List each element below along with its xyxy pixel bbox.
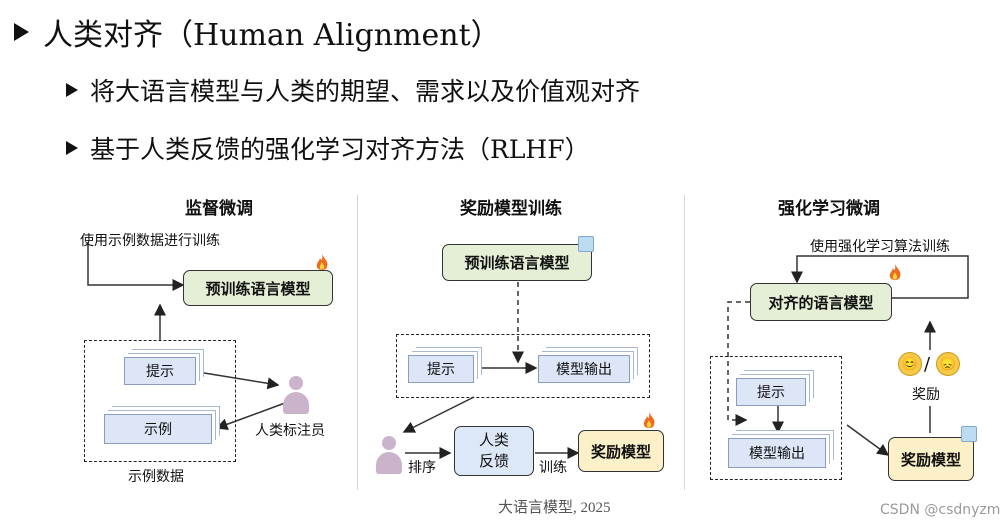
rm-prompt-doc: 提示 <box>408 355 474 383</box>
sft-annotator-to-example-arrow <box>215 402 286 431</box>
smile-face-icon: 😊 <box>898 352 922 376</box>
rl-prompt-doc: 提示 <box>736 378 806 406</box>
sft-train-label: 使用示例数据进行训练 <box>80 233 220 249</box>
rl-reward-label: 奖励 <box>912 387 940 403</box>
rm-title: 奖励模型训练 <box>460 199 562 219</box>
sft-annotator-label: 人类标注员 <box>255 423 325 439</box>
main-heading: 人类对齐（Human Alignment） <box>14 10 501 54</box>
fire-icon <box>643 412 655 428</box>
rm-feedback-line2: 反馈 <box>478 452 509 470</box>
rm-feedback-line1: 人类 <box>478 431 509 449</box>
rl-train-loop-arrow <box>791 255 969 299</box>
rm-io-box <box>396 334 650 398</box>
sft-example-data-box <box>84 340 236 462</box>
sft-data-label: 示例数据 <box>128 469 184 485</box>
footer-citation: 大语言模型, 2025 <box>498 500 611 516</box>
bullet-2: 基于人类反馈的强化学习对齐方法（RLHF） <box>66 130 590 166</box>
rl-reward-model: 奖励模型 <box>888 437 974 481</box>
rl-train-label: 使用强化学习算法训练 <box>810 239 950 255</box>
person-icon <box>283 376 309 416</box>
rm-pretrained-model: 预训练语言模型 <box>442 244 592 281</box>
triangle-bullet-icon <box>66 83 78 97</box>
sft-prompt-to-annotator-arrow <box>197 371 280 390</box>
triangle-bullet-icon <box>66 141 78 155</box>
rm-human-feedback-box: 人类 反馈 <box>454 426 534 476</box>
rm-output-doc: 模型输出 <box>538 355 630 383</box>
rm-outputs-to-annotator-arrow <box>402 396 475 433</box>
sft-title: 监督微调 <box>185 199 253 219</box>
rl-aligned-model: 对齐的语言模型 <box>750 283 892 321</box>
triangle-bullet-icon <box>14 23 29 41</box>
person-icon <box>376 436 402 476</box>
watermark: CSDN @csdnyzm <box>880 502 1001 518</box>
rl-to-reward-model-arrow <box>846 424 890 456</box>
rl-io-box <box>710 356 842 480</box>
bullet-2-text: 基于人类反馈的强化学习对齐方法（RLHF） <box>90 135 590 164</box>
ice-icon <box>961 426 977 442</box>
sft-pretrained-model: 预训练语言模型 <box>183 270 333 306</box>
bullet-1-text: 将大语言模型与人类的期望、需求以及价值观对齐 <box>90 77 641 106</box>
bullet-1: 将大语言模型与人类的期望、需求以及价值观对齐 <box>66 72 640 108</box>
rl-model-to-output-arrow <box>727 301 750 426</box>
sft-train-loop-arrow <box>87 242 185 291</box>
sft-example-doc: 示例 <box>104 414 212 444</box>
rl-title: 强化学习微调 <box>778 199 880 219</box>
rl-output-doc: 模型输出 <box>728 438 826 468</box>
fire-icon <box>889 264 901 280</box>
rm-rank-label: 排序 <box>408 460 436 476</box>
sft-prompt-doc: 提示 <box>124 357 196 385</box>
fire-icon <box>316 254 328 270</box>
ice-icon <box>578 236 594 252</box>
rm-train-label: 训练 <box>539 460 567 476</box>
heading-text: 人类对齐（Human Alignment） <box>43 18 501 53</box>
rm-reward-model: 奖励模型 <box>578 430 664 472</box>
sad-face-icon: 😞 <box>936 352 960 376</box>
face-slash: / <box>924 354 931 375</box>
panel-divider <box>684 195 685 490</box>
panel-divider <box>357 195 358 490</box>
